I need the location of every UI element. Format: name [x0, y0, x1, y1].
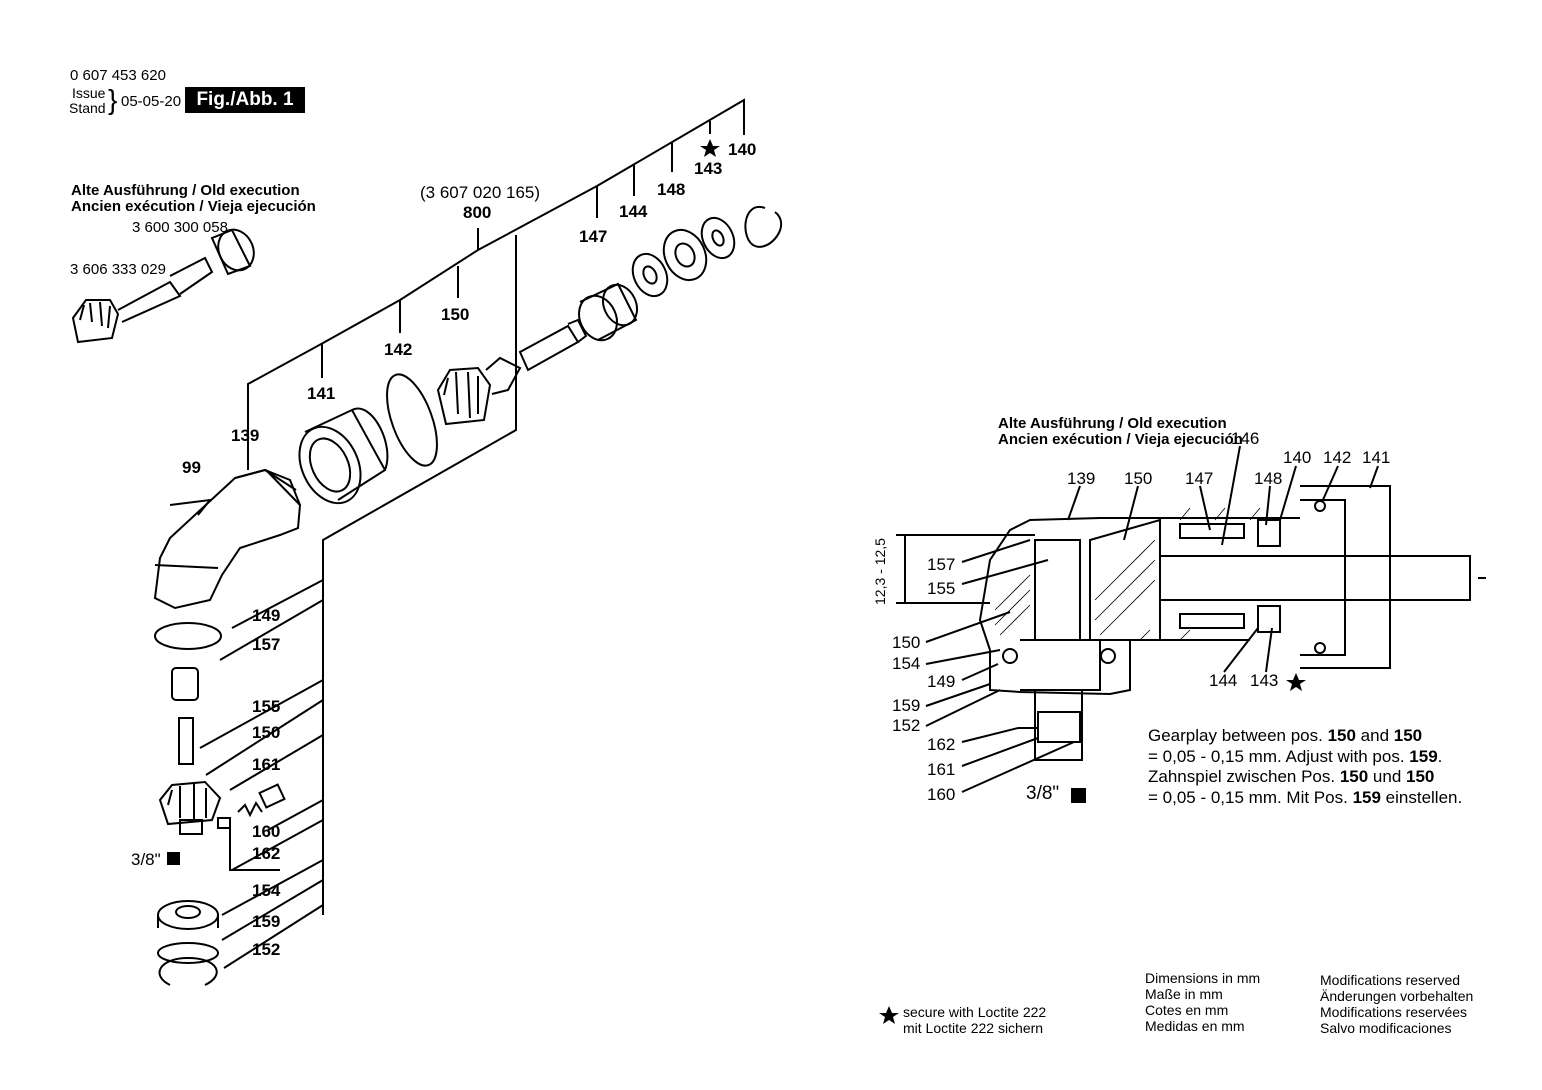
section-label-160: 160 — [927, 785, 956, 804]
label-147: 147 — [579, 227, 608, 246]
label-149: 149 — [252, 606, 281, 625]
label-150-top: 150 — [441, 305, 470, 324]
assembly-code: (3 607 020 165) — [420, 183, 541, 202]
section-label-140: 140 — [1283, 448, 1312, 467]
label-142: 142 — [384, 340, 413, 359]
section-label-143: 143 — [1250, 671, 1279, 690]
issue-label: Issue — [72, 85, 106, 101]
loctite-note-de: mit Loctite 222 sichern — [903, 1020, 1044, 1036]
section-hatching — [994, 507, 1261, 641]
label-150-lower: 150 — [252, 723, 281, 742]
section-label-157: 157 — [927, 555, 956, 574]
section-label-146: 146 — [1231, 429, 1260, 448]
section-old-execution-title-1: Alte Ausführung / Old execution — [998, 415, 1227, 432]
section-label-144: 144 — [1209, 671, 1238, 690]
old-part-a: 3 600 300 058 — [132, 219, 228, 236]
modifications-note-en: Modifications reserved — [1320, 972, 1461, 988]
section-view — [896, 445, 1486, 793]
label-162: 162 — [252, 844, 281, 863]
modifications-note-fr: Modifications reservées — [1320, 1004, 1468, 1020]
label-143: 143 — [694, 159, 723, 178]
section-label-149: 149 — [927, 672, 956, 691]
section-label-155: 155 — [927, 579, 956, 598]
assembly-800-bracket — [322, 235, 517, 915]
label-99: 99 — [182, 458, 201, 477]
section-dimension: 12,3 - 12,5 — [872, 538, 888, 605]
label-144: 144 — [619, 202, 648, 221]
modifications-note-es: Salvo modificaciones — [1320, 1020, 1452, 1036]
part-number: 0 607 453 620 — [70, 67, 166, 84]
label-155: 155 — [252, 697, 281, 716]
section-label-142: 142 — [1323, 448, 1352, 467]
assembly-number: 800 — [463, 203, 492, 222]
gearplay-line-2: = 0,05 - 0,15 mm. Adjust with pos. 159. — [1148, 747, 1443, 766]
label-139: 139 — [231, 426, 260, 445]
section-label-154: 154 — [892, 654, 921, 673]
assembly-bracket-line — [247, 98, 745, 470]
label-141: 141 — [307, 384, 336, 403]
gearplay-line-3: Zahnspiel zwischen Pos. 150 und 150 — [1148, 767, 1435, 786]
old-execution-title-1: Alte Ausführung / Old execution — [71, 182, 300, 199]
dimensions-note-en: Dimensions in mm — [1145, 970, 1261, 986]
modifications-note-de: Änderungen vorbehalten — [1320, 988, 1474, 1004]
loctite-note-en: secure with Loctite 222 — [903, 1004, 1047, 1020]
label-152: 152 — [252, 940, 281, 959]
stand-label: Stand — [69, 100, 106, 116]
label-157: 157 — [252, 635, 281, 654]
dimensions-note-de: Maße in mm — [1145, 986, 1223, 1002]
section-label-159: 159 — [892, 696, 921, 715]
gearplay-line-1: Gearplay between pos. 150 and 150 — [1148, 726, 1423, 745]
star-icons — [700, 139, 1306, 1024]
label-drive-size: 3/8" — [131, 850, 161, 869]
section-label-152: 152 — [892, 716, 921, 735]
dimensions-note-es: Medidas en mm — [1145, 1018, 1245, 1034]
section-label-150-top: 150 — [1124, 469, 1153, 488]
square-drive-icon — [167, 852, 180, 865]
section-label-147: 147 — [1185, 469, 1214, 488]
label-154: 154 — [252, 881, 281, 900]
section-label-150-left: 150 — [892, 633, 921, 652]
issue-date: 05-05-20 — [121, 93, 182, 110]
decal-99 — [169, 498, 213, 516]
old-execution-title-2: Ancien exécution / Vieja ejecución — [71, 198, 316, 215]
label-159: 159 — [252, 912, 281, 931]
label-148: 148 — [657, 180, 686, 199]
label-140: 140 — [728, 140, 757, 159]
figure-label: Fig./Abb. 1 — [185, 87, 305, 113]
gearplay-line-4: = 0,05 - 0,15 mm. Mit Pos. 159 einstelle… — [1148, 788, 1463, 807]
section-label-162: 162 — [927, 735, 956, 754]
section-label-141: 141 — [1362, 448, 1391, 467]
square-drive-icon-section — [1071, 788, 1086, 803]
dimensions-note-fr: Cotes en mm — [1145, 1002, 1229, 1018]
label-160: 160 — [252, 822, 281, 841]
section-label-148: 148 — [1254, 469, 1283, 488]
label-161: 161 — [252, 755, 281, 774]
section-old-execution-title-2: Ancien exécution / Vieja ejecución — [998, 431, 1243, 448]
brace-glyph: } — [108, 84, 118, 115]
section-label-drive-size: 3/8" — [1026, 783, 1060, 804]
section-label-161: 161 — [927, 760, 956, 779]
old-part-b: 3 606 333 029 — [70, 261, 166, 278]
section-label-139: 139 — [1067, 469, 1096, 488]
